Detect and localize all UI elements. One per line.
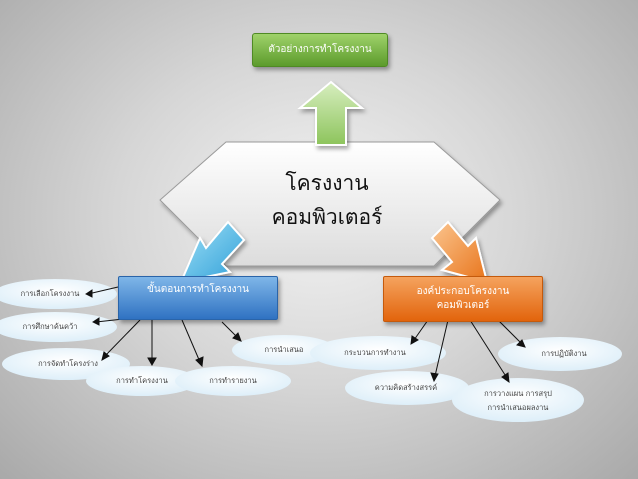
center-title-line1: โครงงาน [285,171,369,195]
right-box-project-components: องค์ประกอบโครงงาน คอมพิวเตอร์ [383,276,543,322]
left-box-project-steps: ขั้นตอนการทำโครงงาน [118,276,278,320]
center-title-line2: คอมพิวเตอร์ [271,205,383,229]
arrow-up-green [297,80,365,146]
left-box-label: ขั้นตอนการทำโครงงาน [147,284,249,295]
top-box-example-projects: ตัวอย่างการทำโครงงาน [252,33,388,67]
ellipse-right-3 [452,378,584,422]
right-item-planning-summary: การวางแผน การสรุป [484,389,552,398]
ellipse-left-5 [175,366,291,396]
right-item-work-process: กระบวนการทำงาน [344,348,406,357]
center-title: โครงงาน คอมพิวเตอร์ [262,166,392,234]
ellipse-left-6 [232,335,336,365]
left-item-do-project: การทำโครงงาน [116,376,168,385]
top-box-label: ตัวอย่างการทำโครงงาน [268,44,372,55]
ellipse-left-4 [86,366,198,396]
right-box-line1: องค์ประกอบโครงงาน [416,286,510,297]
center-hexagon [159,141,501,267]
left-item-choose-project: การเลือกโครงงาน [20,289,80,298]
left-item-report: การทำรายงาน [209,376,257,385]
arrow-down-left-blue [179,220,246,284]
ellipse-right-2 [345,371,469,405]
left-item-outline: การจัดทำโครงร่าง [38,359,98,368]
right-item-practice: การปฏิบัติงาน [541,349,587,358]
right-connectors [410,319,526,384]
right-item-presentation: การนำเสนอผลงาน [487,403,549,412]
ellipse-left-1 [0,279,117,309]
ellipse-left-2 [0,312,117,342]
ellipse-right-4 [498,337,622,371]
right-item-creativity: ความคิดสร้างสรรค์ [374,383,438,392]
arrow-down-right-orange [430,220,489,284]
left-item-present: การนำเสนอ [264,345,304,354]
ellipse-right-1 [310,336,446,370]
right-box-line2: คอมพิวเตอร์ [436,300,490,311]
left-item-research: การศึกษาค้นคว้า [22,322,78,331]
